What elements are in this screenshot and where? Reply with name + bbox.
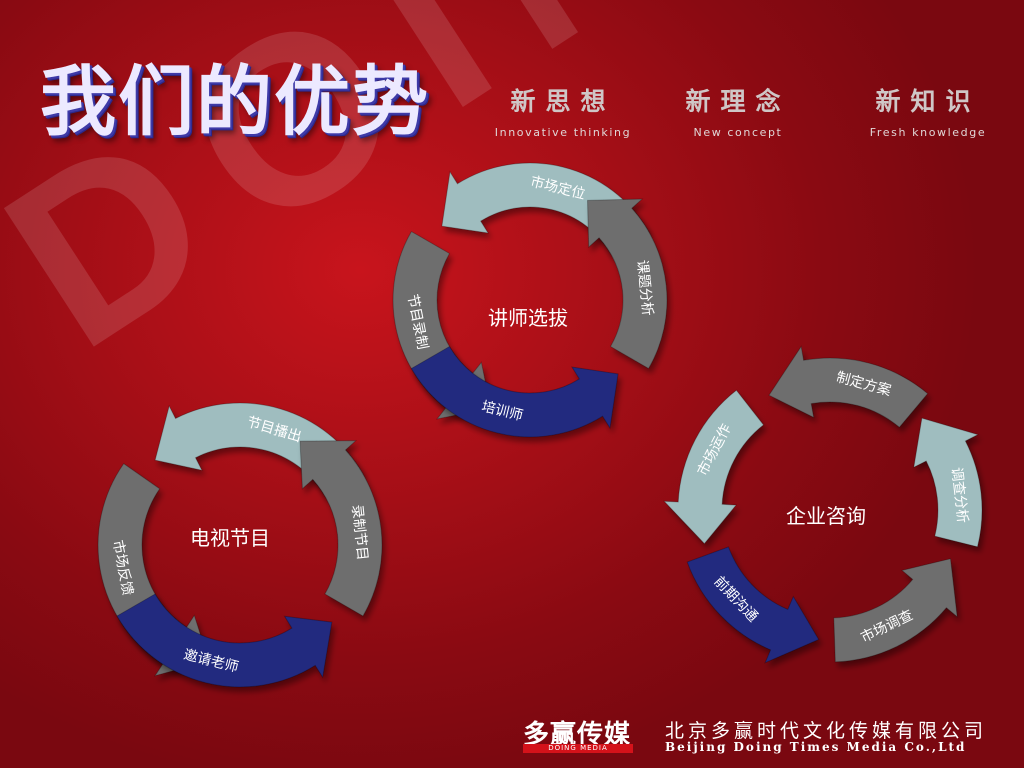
- arrow-survey-analysis-arrow: [913, 417, 983, 548]
- arrow-record-program-arrow: [299, 440, 383, 617]
- arrow-make-plan-arrow: [768, 345, 929, 429]
- page-title: 我们的优势: [40, 57, 430, 146]
- slogan-2: 新理念 New concept: [668, 82, 808, 139]
- arrow-topic-analysis-label: 课题分析: [634, 259, 656, 316]
- arrow-record-program-label: 录制节目: [348, 504, 370, 561]
- arrow-trainer-arrow: [410, 345, 619, 438]
- arrow-market-survey-arrow: [833, 558, 958, 663]
- slogan-1-cn: 新思想: [510, 87, 616, 116]
- logo-tag: DOING MEDIA: [523, 744, 633, 753]
- slogan-3-cn: 新知识: [875, 87, 981, 116]
- arrow-early-communication-arrow: [686, 546, 820, 664]
- arrow-invite-teacher-arrow: [116, 593, 333, 688]
- slogan-2-cn: 新理念: [685, 87, 791, 116]
- slogan-3: 新知识 Fresh knowledge: [848, 82, 1008, 139]
- arrow-market-operation-arrow: [662, 389, 765, 545]
- center-label-tv: 电视节目: [190, 526, 270, 550]
- center-label-lecturer: 讲师选拔: [488, 306, 568, 330]
- slogan-1-en: Innovative thinking: [494, 126, 632, 139]
- slogan-1: 新思想 Innovative thinking: [478, 82, 648, 139]
- company-name-cn: 北京多赢时代文化传媒有限公司: [665, 720, 988, 742]
- arrow-topic-analysis-arrow: [586, 198, 668, 370]
- company-name-en: Beijing Doing Times Media Co.,Ltd: [665, 740, 967, 754]
- slogan-2-en: New concept: [693, 126, 783, 139]
- center-label-consulting: 企业咨询: [786, 504, 866, 528]
- slogan-3-en: Fresh knowledge: [869, 126, 987, 139]
- company-logo: 多赢传媒 DOING MEDIA: [513, 714, 641, 754]
- arrow-survey-analysis-label: 调查分析: [948, 467, 970, 524]
